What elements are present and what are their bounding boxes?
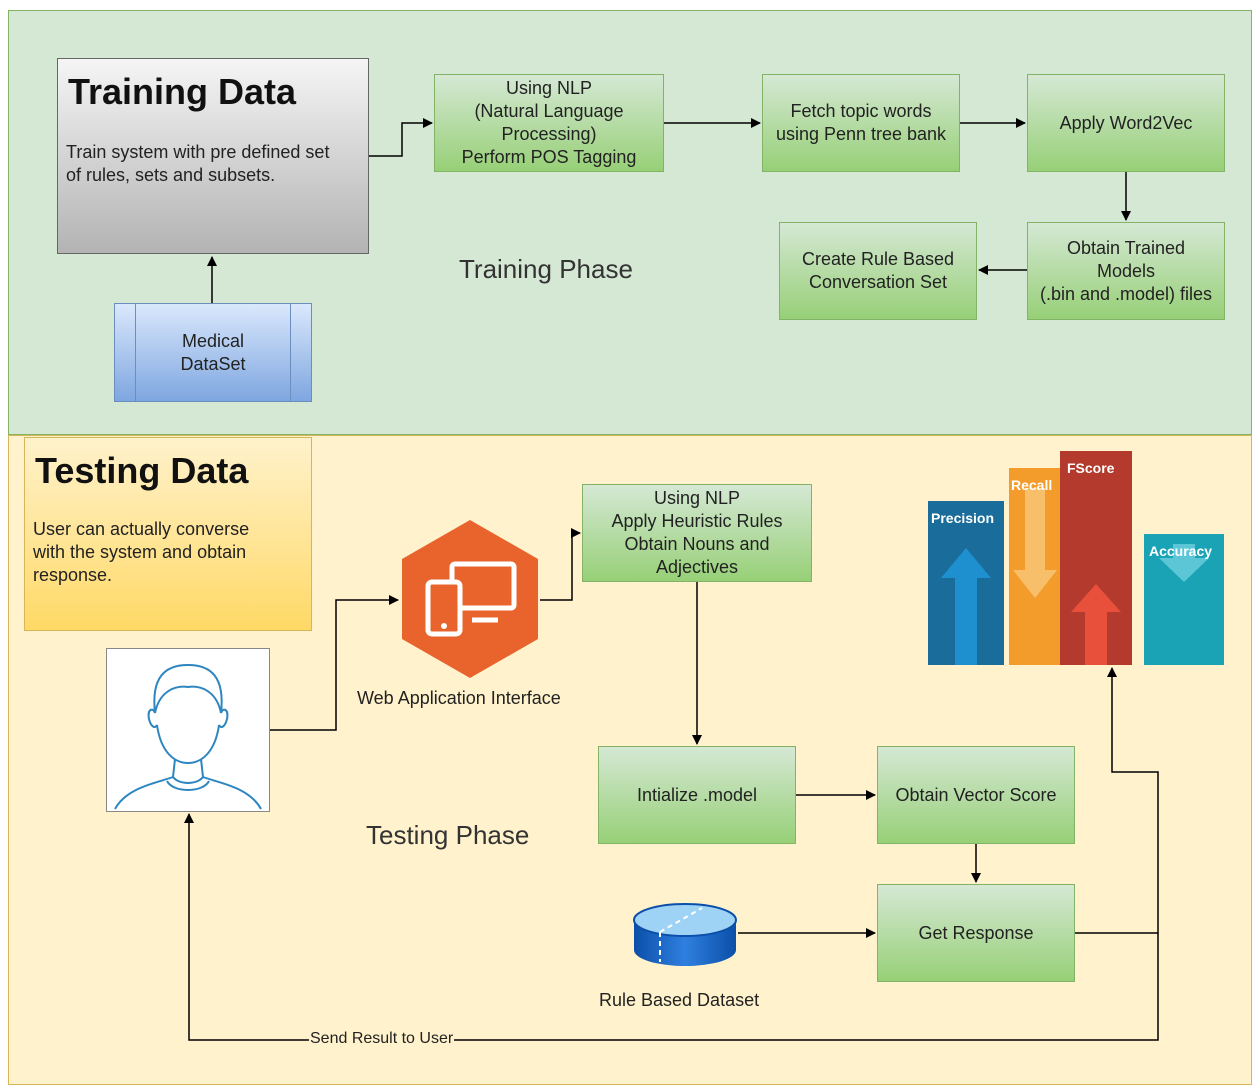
accuracy-label: Accuracy xyxy=(1149,543,1212,559)
rule-based-dataset-label: Rule Based Dataset xyxy=(599,990,760,1010)
web-application-icon xyxy=(402,520,538,678)
send-result-label: Send Result to User xyxy=(309,1030,455,1048)
obtain-vector-score-box: Obtain Vector Score xyxy=(877,746,1075,844)
process-bar-right xyxy=(290,304,291,401)
training-data-title: Training Data xyxy=(68,71,297,112)
initialize-model-box: Intialize .model xyxy=(598,746,796,844)
training-data-box: Training Data Train system with pre defi… xyxy=(57,58,369,254)
heuristic-rules-box: Using NLP Apply Heuristic Rules Obtain N… xyxy=(582,484,812,582)
training-phase-label: Training Phase xyxy=(459,254,633,284)
user-box xyxy=(106,648,270,812)
fetch-topic-words-box: Fetch topic words using Penn tree bank xyxy=(762,74,960,172)
web-app-label: Web Application Interface xyxy=(357,688,561,708)
testing-data-title: Testing Data xyxy=(35,450,249,491)
user-icon xyxy=(114,663,262,810)
process-bar-left xyxy=(135,304,136,401)
medical-dataset-label: Medical DataSet xyxy=(180,330,246,374)
medical-dataset-box: Medical DataSet xyxy=(114,303,312,402)
metrics-graphic: Precision Recall FScore Accuracy xyxy=(928,451,1224,665)
database-icon xyxy=(633,903,737,966)
trained-models-box: Obtain Trained Models (.bin and .model) … xyxy=(1027,222,1225,320)
fscore-label: FScore xyxy=(1067,460,1115,476)
get-response-box: Get Response xyxy=(877,884,1075,982)
testing-data-box: Testing Data User can actually converse … xyxy=(24,437,312,631)
nlp-pos-tagging-box: Using NLP (Natural Language Processing) … xyxy=(434,74,664,172)
apply-word2vec-box: Apply Word2Vec xyxy=(1027,74,1225,172)
precision-label: Precision xyxy=(931,510,994,526)
testing-phase-label: Testing Phase xyxy=(366,820,530,850)
recall-label: Recall xyxy=(1011,477,1052,493)
training-data-description: Train system with pre defined set of rul… xyxy=(66,142,330,185)
rule-conversation-set-box: Create Rule Based Conversation Set xyxy=(779,222,977,320)
testing-data-description: User can actually converse with the syst… xyxy=(33,519,250,585)
